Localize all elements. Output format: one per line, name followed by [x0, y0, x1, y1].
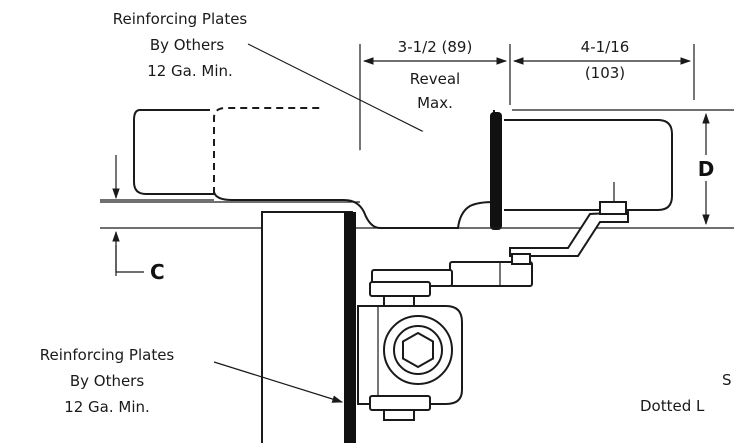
arm-upper-link: [509, 210, 629, 257]
shoe-top-stem: [383, 295, 415, 307]
closer-body-main: [213, 110, 495, 229]
dimension-d-label: D: [698, 157, 715, 181]
top-plates-label-line-3: 12 Ga. Min.: [147, 62, 233, 80]
c-label-leader: [115, 245, 144, 273]
shoe-bottom-stem: [383, 409, 415, 421]
cut-note-line-2: Dotted L: [640, 397, 705, 415]
hex-bolt-icon: [402, 331, 434, 369]
bottom-plates-label-line-1: Reinforcing Plates: [40, 346, 175, 364]
offset-dimension-label-2: (103): [585, 64, 625, 82]
reveal-note-line-2: Max.: [417, 94, 453, 112]
top-reinforcing-plate: [490, 112, 502, 230]
d-label-bg: [695, 155, 717, 181]
reveal-note-line-1: Reveal: [410, 70, 460, 88]
arm-forearm: [449, 261, 533, 287]
closer-arm-housing: [504, 119, 673, 211]
bottom-plates-label-line-3: 12 Ga. Min.: [64, 398, 150, 416]
closer-body-left-section: [133, 109, 214, 195]
shoe-top-cap: [369, 281, 431, 297]
top-plates-label-line-2: By Others: [150, 36, 225, 54]
bottom-reinforcing-plate: [344, 212, 356, 443]
bottom-plates-label-line-2: By Others: [70, 372, 145, 390]
closer-body-hidden-outline: [213, 107, 320, 194]
arm-pivot-block: [599, 201, 627, 215]
reveal-dimension-label: 3-1/2 (89): [398, 38, 473, 56]
arm-joint-cap: [511, 253, 531, 265]
bottom-plates-leader: [213, 361, 344, 403]
shoe-bottom-cap: [369, 395, 431, 411]
cut-note-line-1: S: [722, 371, 732, 389]
door-frame: [261, 211, 353, 443]
offset-dimension-label-1: 4-1/16: [581, 38, 630, 56]
dimension-c-label: C: [150, 260, 165, 284]
top-plates-label-line-1: Reinforcing Plates: [113, 10, 248, 28]
